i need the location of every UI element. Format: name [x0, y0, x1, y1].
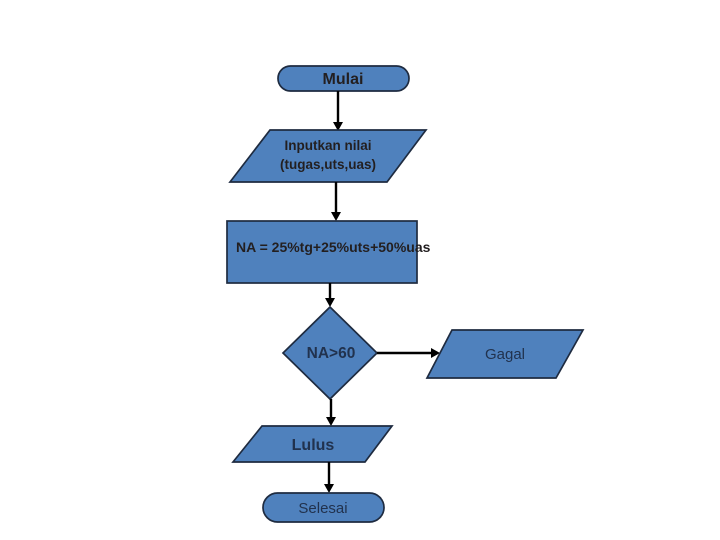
end-label: Selesai	[298, 500, 347, 517]
input-label-line2: (tugas,uts,uas)	[280, 157, 376, 172]
arrowhead-pass	[326, 417, 336, 426]
arrowhead-decision	[325, 298, 335, 307]
decision-label: NA>60	[307, 345, 356, 362]
fail-label: Gagal	[485, 346, 525, 363]
fail-parallelogram-shape	[425, 329, 585, 379]
process-rectangle-shape	[226, 220, 418, 284]
arrowhead-input	[333, 122, 343, 131]
input-parallelogram-shape	[228, 129, 428, 183]
arrowhead-process	[331, 212, 341, 221]
start-label: Mulai	[323, 71, 364, 88]
process-label: NA = 25%tg+25%uts+50%uas	[236, 239, 431, 255]
start-terminator-shape	[277, 65, 410, 92]
end-terminator-shape	[262, 492, 385, 523]
pass-parallelogram-shape	[231, 425, 394, 463]
input-label-line1: Inputkan nilai	[284, 138, 371, 153]
pass-label: Lulus	[292, 437, 335, 454]
arrowhead-end	[324, 484, 334, 493]
arrowhead-fail	[431, 348, 440, 358]
